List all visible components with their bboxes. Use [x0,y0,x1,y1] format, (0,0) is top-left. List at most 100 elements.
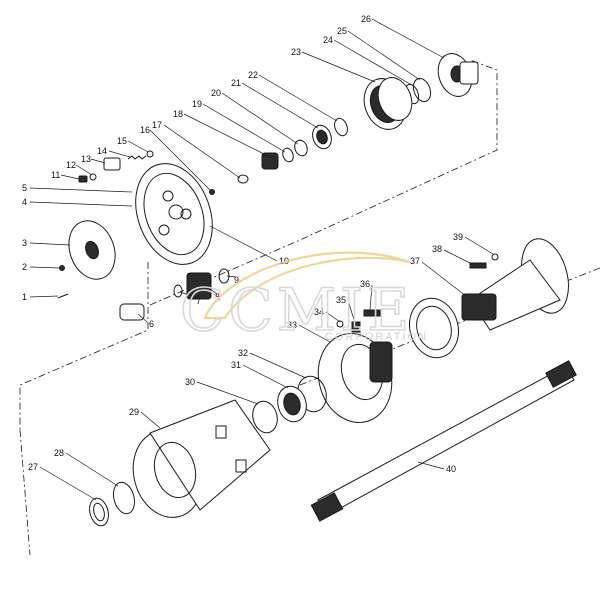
part-label-25: 25 [337,26,347,36]
part-8-planet-gear [186,272,212,300]
leader-lines [29,18,494,501]
part-label-23: 23 [291,47,301,57]
part-label-8: 8 [215,292,220,302]
part-label-9: 9 [234,275,239,285]
leader-line-13 [90,158,106,164]
part-label-35: 35 [336,295,346,305]
part-labels: 1 2 3 4 5 6 7 8 9 10 11 12 13 14 15 16 1… [22,14,463,474]
part-label-16: 16 [140,125,150,135]
part-label-22: 22 [248,70,258,80]
leader-line-34 [325,311,341,323]
part-label-28: 28 [54,448,64,458]
leader-line-29 [140,411,161,429]
part-15-clip [146,150,154,158]
part-19-spacer [282,147,294,163]
leader-line-32 [249,352,307,379]
part-29-wheel-hub [132,399,271,518]
leader-line-28 [65,452,119,487]
part-label-6: 6 [149,319,154,329]
part-label-33: 33 [287,320,297,330]
leader-line-17 [163,124,241,179]
leader-line-5 [29,187,133,193]
leader-line-14 [108,150,131,158]
leader-line-2 [29,266,61,269]
part-40-axle-shaft [310,360,577,522]
part-12-washer [89,173,97,181]
part-label-34: 34 [314,307,324,317]
leader-line-35 [347,299,355,321]
part-26-flange-cover [437,53,479,97]
part-14-spring [127,155,147,160]
leader-line-36 [369,284,373,311]
part-label-12: 12 [66,160,76,170]
leader-line-26 [371,18,445,59]
part-label-5: 5 [22,183,27,193]
part-20-washer [294,139,308,157]
leader-line-1 [29,295,59,298]
part-label-32: 32 [238,348,248,358]
part-label-18: 18 [173,109,183,119]
leader-line-3 [29,242,71,246]
leader-line-25 [347,30,421,81]
part-label-40: 40 [446,464,456,474]
part-label-21: 21 [231,78,241,88]
part-label-31: 31 [231,360,241,370]
part-label-11: 11 [51,170,60,180]
part-label-19: 19 [192,99,202,109]
leader-line-31 [242,364,289,389]
watermark-logo-text: CCMIE [180,276,413,344]
leader-line-11 [60,174,80,180]
part-label-3: 3 [22,238,27,248]
leader-line-38 [443,249,473,265]
part-23-ring-gear [363,77,413,130]
part-11-bolt [78,175,88,183]
leader-line-18 [183,113,267,156]
part-label-7: 7 [196,296,201,306]
leader-line-16 [149,129,211,191]
leader-line-37 [421,261,467,297]
part-6-shaft-pin [119,303,145,321]
part-label-24: 24 [323,35,333,45]
part-4-5-planet-carrier [135,163,213,265]
part-28-ring [112,481,136,515]
leader-line-33 [298,324,331,343]
leader-line-22 [258,74,338,122]
part-label-29: 29 [129,407,139,417]
part-16-small-pin [209,189,215,195]
part-label-1: 1 [22,292,27,302]
part-33-hub-flange [317,333,393,423]
leader-line-23 [301,51,376,83]
part-13-lock-plate [103,157,121,171]
leader-line-19 [202,103,286,153]
part-36-bolt [363,309,381,317]
part-25-shim [412,77,432,103]
part-label-26: 26 [361,14,371,24]
part-label-27: 27 [28,462,38,472]
leader-line-24 [333,39,411,85]
part-7-ring [173,284,183,298]
part-label-17: 17 [152,120,162,130]
part-37-axle-housing [461,238,569,331]
part-22-snap-ring [334,117,348,137]
part-label-10: 10 [279,256,289,266]
leader-line-4 [29,201,133,207]
watermark: CCMIE CORPORATION [179,251,426,345]
part-label-13: 13 [81,154,91,164]
leader-line-15 [127,140,149,153]
leader-line-27 [39,466,97,501]
part-label-37: 37 [410,256,420,266]
leader-line-40 [417,461,445,470]
part-3-cover-plate [68,220,116,280]
leader-line-39 [464,236,494,255]
part-label-15: 15 [117,136,127,146]
part-2-plug [59,265,65,271]
part-21-bearing [312,124,332,150]
part-1-screw [57,293,69,299]
part-17-pin [237,174,249,184]
part-large-seal-ring [409,297,459,359]
part-label-4: 4 [22,197,27,207]
part-label-38: 38 [432,244,442,254]
leader-line-10 [209,225,278,262]
